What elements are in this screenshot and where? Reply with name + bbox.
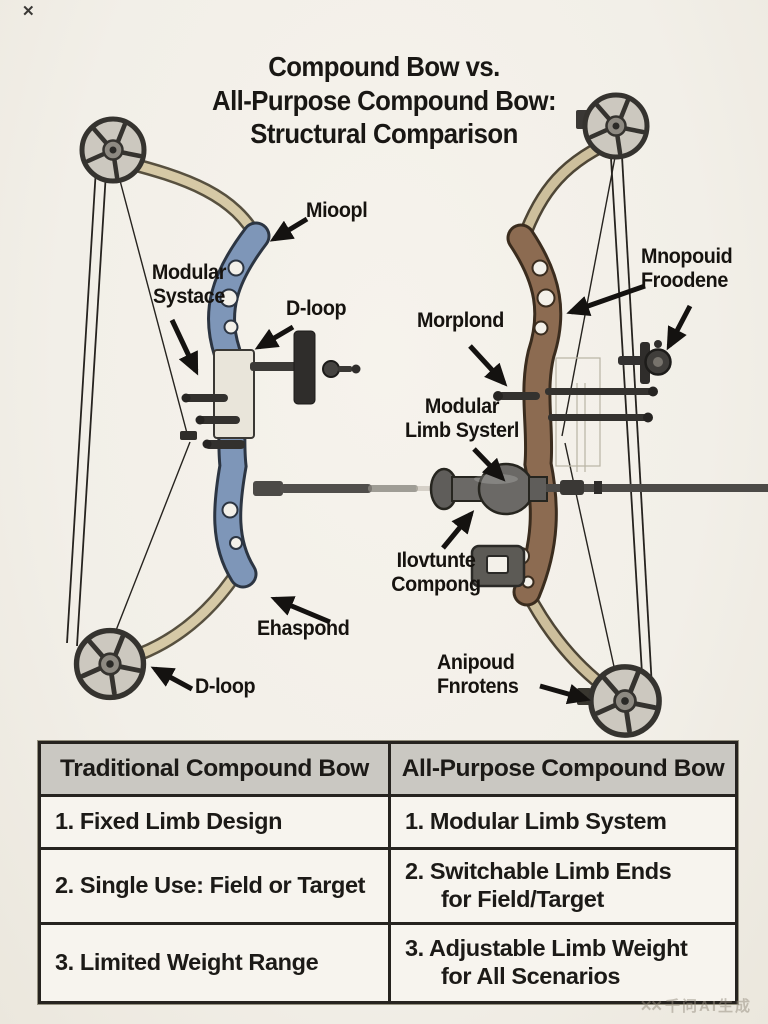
right-limb-pocket [470,544,526,588]
right-bow-strings [561,151,653,695]
arrow-d-loop-lower [150,666,194,692]
left-cable-slide [180,431,197,440]
cell-modular-limb-system: 1. Modular Limb System [388,797,735,847]
arrow-mnopouid-left [566,283,646,316]
right-sketch-guides [555,357,601,472]
cell-fixed-limb-design: 1. Fixed Limb Design [55,808,283,835]
corner-x-mark: ✕ [22,3,35,20]
right-accessory-rods [493,386,658,423]
label-d-loop-lower: D-loop [195,675,256,698]
right-bow-illustration [429,95,768,735]
left-bow-strings [66,167,191,647]
arrow-modular-systace [169,318,199,376]
watermark-text: 千问AI生成 [664,998,752,1015]
cell-switchable-limb-ends: 2. Switchable Limb Ends for Field/Target [388,850,735,922]
label-mioopl: Mioopl [306,199,368,222]
arrow-d-loop-upper [254,324,295,350]
table-header-row: Traditional Compound Bow All-Purpose Com… [41,744,735,794]
arrow-mioopl [269,216,309,242]
right-arrow-rod [546,480,768,495]
comparison-table: Traditional Compound Bow All-Purpose Com… [38,741,738,1004]
left-top-cam-icon [82,119,144,181]
page-title: Compound Bow vs. All-Purpose Compound Bo… [31,50,738,151]
table-row-2: 2. Single Use: Field or Target 2. Switch… [41,847,735,922]
label-anipoud-fnrotens: Anipoud Fnrotens [437,651,519,698]
left-riser-cutouts [219,259,245,550]
left-stabilizer-rod [253,481,446,496]
title-line-3: Structural Comparison [250,118,518,150]
left-sight-assembly [250,330,361,405]
cell-single-use: 2. Single Use: Field or Target [55,872,366,899]
watermark-logo-icon: ✕✕ [639,998,663,1015]
right-bottom-cam-icon [591,667,659,735]
arrow-modular-limb-systerl [472,447,506,482]
table-header-traditional: Traditional Compound Bow [41,744,388,794]
table-row-3: 3. Limited Weight Range 3. Adjustable Li… [41,922,735,1001]
left-bottom-cam-icon [77,631,144,698]
left-accessory-rods [181,393,245,449]
arrow-anipoud [539,683,591,705]
right-sight-knob [618,340,672,384]
table-row-1: 1. Fixed Limb Design 1. Modular Limb Sys… [41,794,735,847]
title-line-1: Compound Bow vs. [268,51,500,82]
arrow-mnopouid-sight [666,304,693,351]
label-modular-limb-systerl: Modular Limb Systerl [405,395,519,442]
arrow-morplond [468,344,508,387]
arrow-ehaspond [270,596,331,625]
cell-limited-weight-range: 3. Limited Weight Range [55,949,319,976]
table-header-all-purpose: All-Purpose Compound Bow [388,744,735,794]
left-bow-illustration [66,119,446,698]
arrow-ilovtunte [441,510,475,550]
label-morplond: Morplond [417,309,504,332]
label-d-loop-upper: D-loop [286,297,347,320]
label-mnopouid-froodene: Mnopouid Froodene [641,245,733,292]
label-modular-systace: Modular Systace [151,261,227,308]
label-ehaspond: Ehaspond [257,617,350,640]
title-line-2: All-Purpose Compound Bow: [212,84,557,116]
label-ilovtunte-compong: Ilovtunte Compong [391,549,481,596]
cell-adjustable-limb-weight: 3. Adjustable Limb Weight for All Scenar… [388,925,735,1001]
right-top-cam-icon [585,95,647,157]
ai-watermark: ✕✕千问AI生成 [640,995,752,1016]
